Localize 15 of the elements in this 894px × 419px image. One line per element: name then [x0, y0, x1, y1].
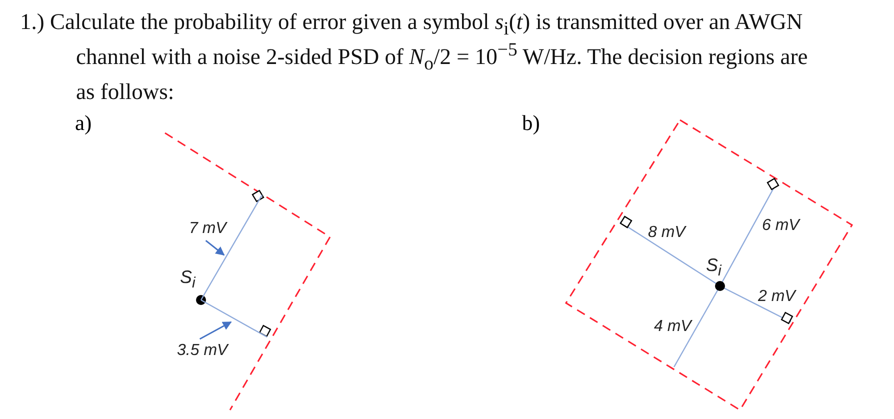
dimension-line — [200, 194, 263, 300]
distance-label: 4 mV — [654, 318, 692, 336]
leader-arrow — [205, 240, 225, 256]
part-label: b) — [522, 111, 540, 136]
symbol-label: S$_{i}$ — [706, 256, 722, 280]
distance-label: 8 mV — [648, 224, 686, 242]
distance-label: 7 mV — [189, 220, 226, 238]
distance-label: 3.5 mV — [177, 342, 228, 360]
distance-label: 6 mV — [762, 217, 800, 235]
distance-label: 2 mV — [758, 288, 796, 306]
question-text: 1.) Calculate the probability of error given a symbol s$_{i}$(t) is transmitted over an AWGN channel with a noise 2-sided PSD of N$_{o}$/2 = 10$^{−5}$ W/Hz. The decision regions are as follows: — [20, 8, 809, 106]
part-label: a) — [75, 111, 92, 136]
leader-arrow — [199, 321, 232, 340]
dimension-line — [200, 299, 268, 338]
symbol-label: S$_{i}$ — [180, 268, 196, 292]
